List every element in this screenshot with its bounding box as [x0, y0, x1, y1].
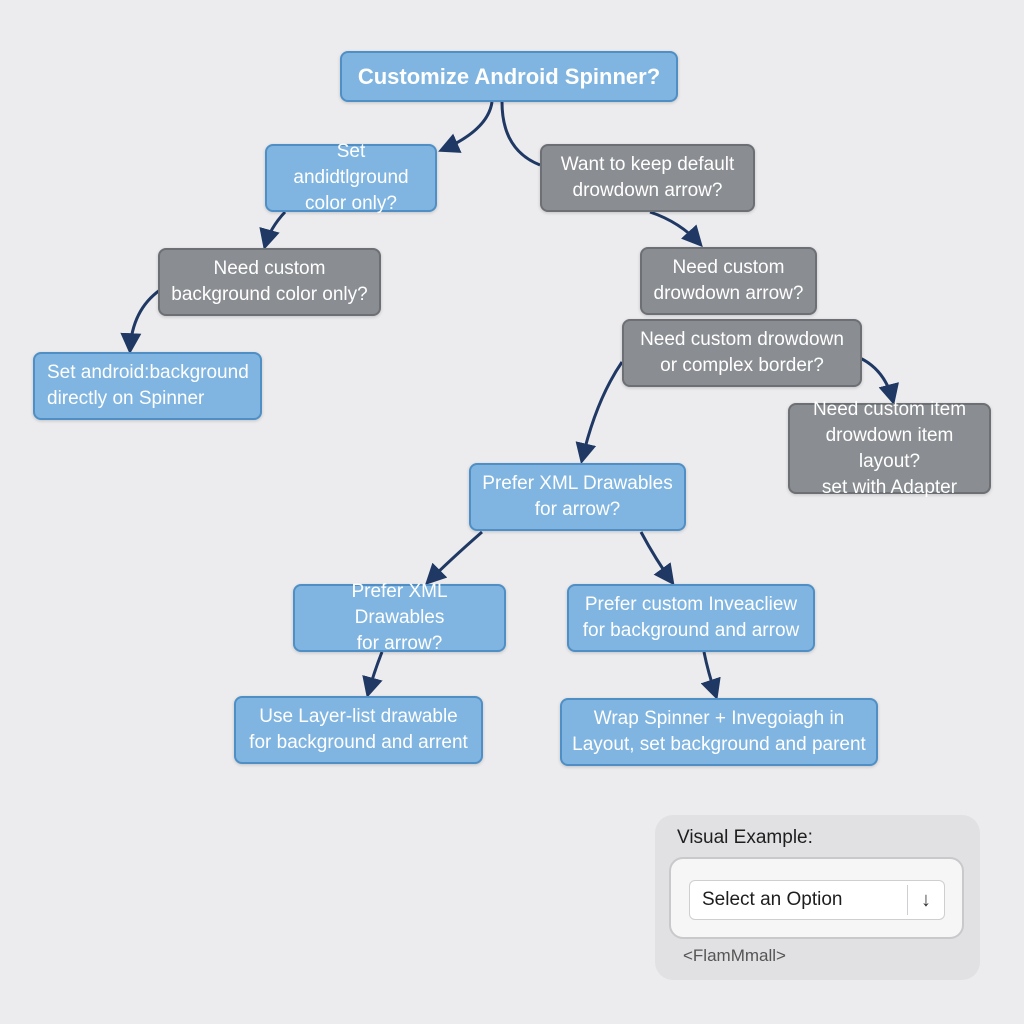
- visual-example-title: Visual Example:: [677, 827, 813, 848]
- visual-example-frame: Select an Option ↓: [669, 857, 964, 939]
- edge-root-to-keep-arrow: [500, 101, 541, 167]
- node-custom-arrow-question: Need custom drowdown arrow?: [640, 247, 817, 315]
- edge-keep-arrow-to-custom-arrow: [649, 210, 703, 248]
- node-wrap-spinner: Wrap Spinner + Invegoiagh in Layout, set…: [560, 698, 878, 766]
- node-custom-item-layout-question: Need custom item drowdown item layout? s…: [788, 399, 991, 498]
- edge-complex-border-to-prefer-xml: [575, 361, 624, 465]
- node-complex-border-question-label: Need custom drowdown or complex border?: [640, 329, 844, 376]
- edge-prefer-xml-2-to-layer-list: [362, 651, 384, 699]
- edge-prefer-xml-to-prefer-xml-2: [425, 530, 483, 585]
- node-customize-spinner-label: Customize Android Spinner?: [357, 63, 661, 89]
- visual-example-caption: <FlamMmall>: [683, 946, 786, 965]
- node-set-background-directly: Set android:background directly on Spinn…: [33, 352, 262, 420]
- example-spinner-divider: [907, 885, 908, 915]
- visual-example-panel: Visual Example: Select an Option ↓ <Flam…: [655, 815, 980, 980]
- example-spinner-dropdown[interactable]: Select an Option ↓: [689, 880, 945, 920]
- node-keep-default-arrow-question: Want to keep default drowdown arrow?: [540, 144, 755, 212]
- node-set-background-directly-label: Set android:background directly on Spinn…: [47, 362, 249, 409]
- edge-prefer-xml-to-prefer-custom: [639, 531, 675, 586]
- edge-root-to-background-color: [438, 101, 494, 153]
- node-prefer-custom-view: Prefer custom Inveacliew for background …: [567, 584, 815, 652]
- edge-background-color-to-custom-bg: [259, 210, 287, 251]
- arrow-down-icon[interactable]: ↓: [921, 888, 931, 911]
- node-background-color-question-label: Set andidtlground color only?: [293, 141, 409, 214]
- node-prefer-xml-drawables-top-label: Prefer XML Drawables for arrow?: [482, 473, 673, 520]
- node-complex-border-question: Need custom drowdown or complex border?: [622, 319, 862, 387]
- edge-custom-bg-to-set-bg-direct: [120, 288, 161, 355]
- node-prefer-xml-drawables-top: Prefer XML Drawables for arrow?: [469, 463, 686, 531]
- node-layer-list-drawable-label: Use Layer-list drawable for background a…: [249, 706, 468, 753]
- node-custom-arrow-question-label: Need custom drowdown arrow?: [653, 257, 804, 304]
- node-prefer-xml-drawables-label: Prefer XML Drawables for arrow?: [351, 581, 448, 654]
- node-prefer-xml-drawables: Prefer XML Drawables for arrow?: [293, 581, 506, 654]
- node-wrap-spinner-label: Wrap Spinner + Invegoiagh in Layout, set…: [572, 708, 866, 755]
- edge-prefer-custom-to-wrap: [700, 651, 721, 700]
- node-layer-list-drawable: Use Layer-list drawable for background a…: [234, 696, 483, 764]
- node-custom-background-question-label: Need custom background color only?: [171, 258, 368, 305]
- node-prefer-custom-view-label: Prefer custom Inveacliew for background …: [582, 594, 800, 641]
- node-background-color-question: Set andidtlground color only?: [265, 141, 437, 214]
- example-spinner-selected-value: Select an Option: [702, 889, 843, 910]
- node-custom-item-layout-question-label: Need custom item drowdown item layout? s…: [812, 398, 967, 498]
- edge-complex-border-to-custom-item: [859, 356, 899, 406]
- node-customize-spinner: Customize Android Spinner?: [340, 51, 678, 102]
- node-custom-background-question: Need custom background color only?: [158, 248, 381, 316]
- node-keep-default-arrow-question-label: Want to keep default drowdown arrow?: [560, 154, 735, 201]
